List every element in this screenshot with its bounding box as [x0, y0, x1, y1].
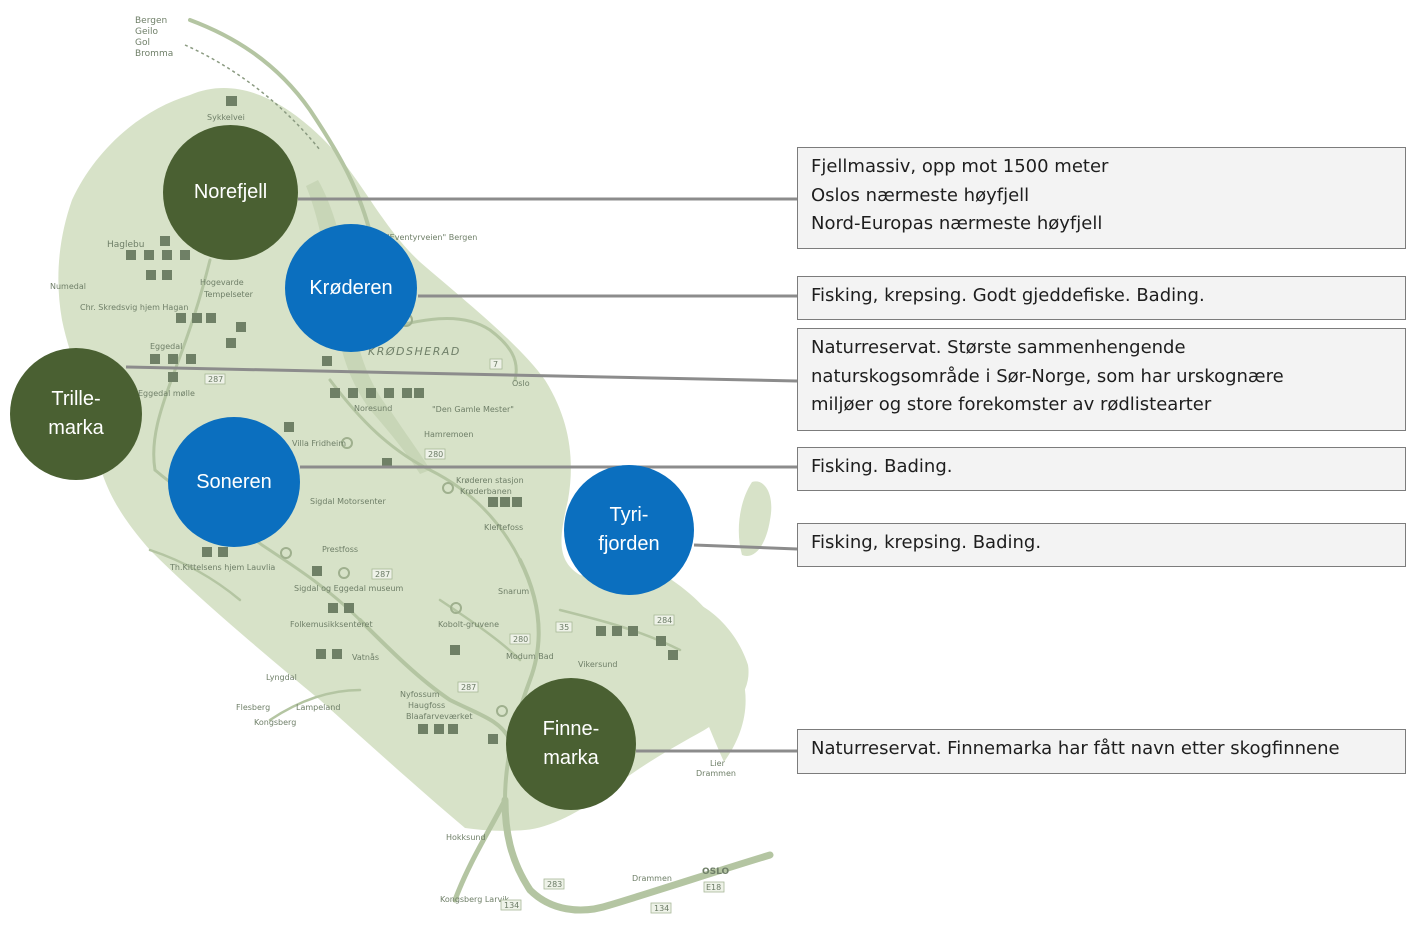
road-number-badges: 287 7 280 287 280 35 284 287 283 134 134…	[204, 358, 725, 914]
place-lyngdal: Lyngdal	[266, 673, 297, 682]
place-eggedal: Eggedal	[150, 342, 182, 351]
infobox-kroderen: Fisking, krepsing. Godt gjeddefiske. Bad…	[797, 276, 1406, 320]
road-number-283: 283	[547, 880, 562, 889]
road-number-134b: 134	[654, 904, 669, 913]
place-oslo-bottom: OSLO	[702, 867, 730, 877]
place-kroderen-stasjon: Krøderen stasjon	[456, 476, 524, 485]
circle-norefjell[interactable]: Norefjell	[163, 125, 298, 260]
place-eventyrveien: "Eventyrveien" Bergen	[386, 233, 477, 242]
place-kleftefoss: Kleftefoss	[484, 523, 523, 532]
place-sykkelvei: Sykkelvei	[207, 113, 245, 122]
infobox-trillemarka-line-2: naturskogsområde i Sør-Norge, som har ur…	[811, 365, 1284, 387]
attraction-icons	[126, 96, 678, 744]
infobox-trillemarka-line-1: Naturreservat. Største sammenhengende	[811, 337, 1186, 358]
infobox-soneren: Fisking. Bading.	[797, 447, 1406, 491]
place-kobolt-gruvene: Kobolt-gruvene	[438, 620, 499, 629]
road-network	[148, 18, 774, 914]
top-label-geilo: Geilo	[135, 27, 159, 37]
infobox-tyrifjorden-line-1: Fisking, krepsing. Bading.	[811, 532, 1042, 553]
place-noresund: Noresund	[354, 404, 392, 413]
circle-soneren[interactable]: Soneren	[168, 417, 300, 547]
road-number-7: 7	[493, 360, 498, 369]
infobox-norefjell: Fjellmassiv, opp mot 1500 meter Oslos næ…	[797, 147, 1406, 249]
place-oslo-mid: Oslo	[512, 379, 530, 388]
top-label-bergen: Bergen	[135, 16, 167, 26]
circle-trillemarka[interactable]: Trille- marka	[10, 348, 142, 480]
place-numedal: Numedal	[50, 282, 86, 291]
map-labels: Bergen Geilo Gol Bromma Sykkelvei Hagleb…	[50, 16, 736, 904]
place-drammen-bottom: Drammen	[632, 874, 672, 883]
place-folkemusikksenteret: Folkemusikksenteret	[290, 620, 373, 629]
road-number-e18: E18	[706, 883, 721, 892]
place-hamremoen: Hamremoen	[424, 430, 473, 439]
place-modum-bad: Modum Bad	[506, 652, 554, 661]
top-label-bromma: Bromma	[135, 49, 173, 59]
place-haugfoss: Haugfoss	[408, 701, 445, 710]
place-villa-fridheim: Villa Fridheim	[292, 439, 346, 448]
place-tempelseter: Tempelseter	[203, 290, 254, 299]
place-nyfossum: Nyfossum	[400, 690, 440, 699]
circle-finnemarka[interactable]: Finne- marka	[506, 678, 636, 810]
road-number-287b: 287	[375, 570, 390, 579]
road-number-284: 284	[657, 616, 672, 625]
place-prestfoss: Prestfoss	[322, 545, 358, 554]
place-flesberg: Flesberg	[236, 703, 270, 712]
place-gamle-mester: "Den Gamle Mester"	[432, 405, 514, 414]
connector-lines	[125, 197, 798, 753]
place-snarum: Snarum	[498, 587, 529, 596]
road-number-280b: 280	[513, 635, 528, 644]
place-drammen: Drammen	[696, 769, 736, 778]
place-blaafarveverket: Blaafarveværket	[406, 712, 472, 721]
place-vikersund: Vikersund	[578, 660, 617, 669]
infobox-norefjell-line-1: Fjellmassiv, opp mot 1500 meter	[811, 156, 1109, 177]
circle-kroderen[interactable]: Krøderen	[285, 224, 417, 352]
place-lier: Lier	[710, 759, 726, 768]
place-sigdal-motorsenter: Sigdal Motorsenter	[310, 497, 386, 506]
place-sigdal-museum: Sigdal og Eggedal museum	[294, 584, 404, 593]
road-number-280a: 280	[428, 450, 443, 459]
place-eggedal-molle: Eggedal mølle	[138, 389, 195, 398]
place-hokksund: Hokksund	[446, 833, 486, 842]
place-lampeland: Lampeland	[296, 703, 340, 712]
infobox-finnemarka: Naturreservat. Finnemarka har fått navn …	[797, 729, 1406, 774]
connector-tyrifjorden	[693, 543, 798, 551]
road-number-287c: 287	[461, 683, 476, 692]
connector-trillemarka	[125, 365, 798, 383]
road-number-287a: 287	[208, 375, 223, 384]
place-hogevarde: Hogevarde	[200, 278, 244, 287]
infobox-norefjell-line-3: Nord-Europas nærmeste høyfjell	[811, 213, 1103, 234]
place-haglebu: Haglebu	[107, 240, 144, 250]
place-th-kittelsens: Th.Kittelsens hjem Lauvlia	[169, 563, 275, 572]
infobox-finnemarka-line-1: Naturreservat. Finnemarka har fått navn …	[811, 738, 1340, 759]
infobox-soneren-line-1: Fisking. Bading.	[811, 456, 953, 477]
infobox-trillemarka-line-3: miljøer og store forekomster av rødliste…	[811, 394, 1212, 415]
circle-tyrifjorden[interactable]: Tyri- fjorden	[564, 465, 694, 595]
place-vatnas: Vatnås	[352, 652, 379, 662]
railway	[184, 44, 321, 151]
place-krodsherad: KRØDSHERAD	[368, 345, 461, 358]
infobox-norefjell-line-2: Oslos nærmeste høyfjell	[811, 184, 1030, 206]
infobox-trillemarka: Naturreservat. Største sammenhengende na…	[797, 328, 1406, 431]
road-number-134a: 134	[504, 901, 519, 910]
place-kroderbanen: Krøderbanen	[460, 487, 512, 496]
small-lake	[738, 481, 772, 556]
region-shape	[58, 88, 749, 831]
fjord-arm	[631, 560, 746, 762]
road-number-35: 35	[559, 623, 569, 632]
place-kongsberg: Kongsberg	[254, 718, 296, 727]
infobox-tyrifjorden: Fisking, krepsing. Bading.	[797, 523, 1406, 567]
top-label-gol: Gol	[135, 38, 150, 48]
place-chr-skredsvig: Chr. Skredsvig hjem Hagan	[80, 303, 188, 312]
place-kongsberg-larvik: Kongsberg Larvik	[440, 895, 509, 904]
infobox-kroderen-line-1: Fisking, krepsing. Godt gjeddefiske. Bad…	[811, 285, 1205, 306]
